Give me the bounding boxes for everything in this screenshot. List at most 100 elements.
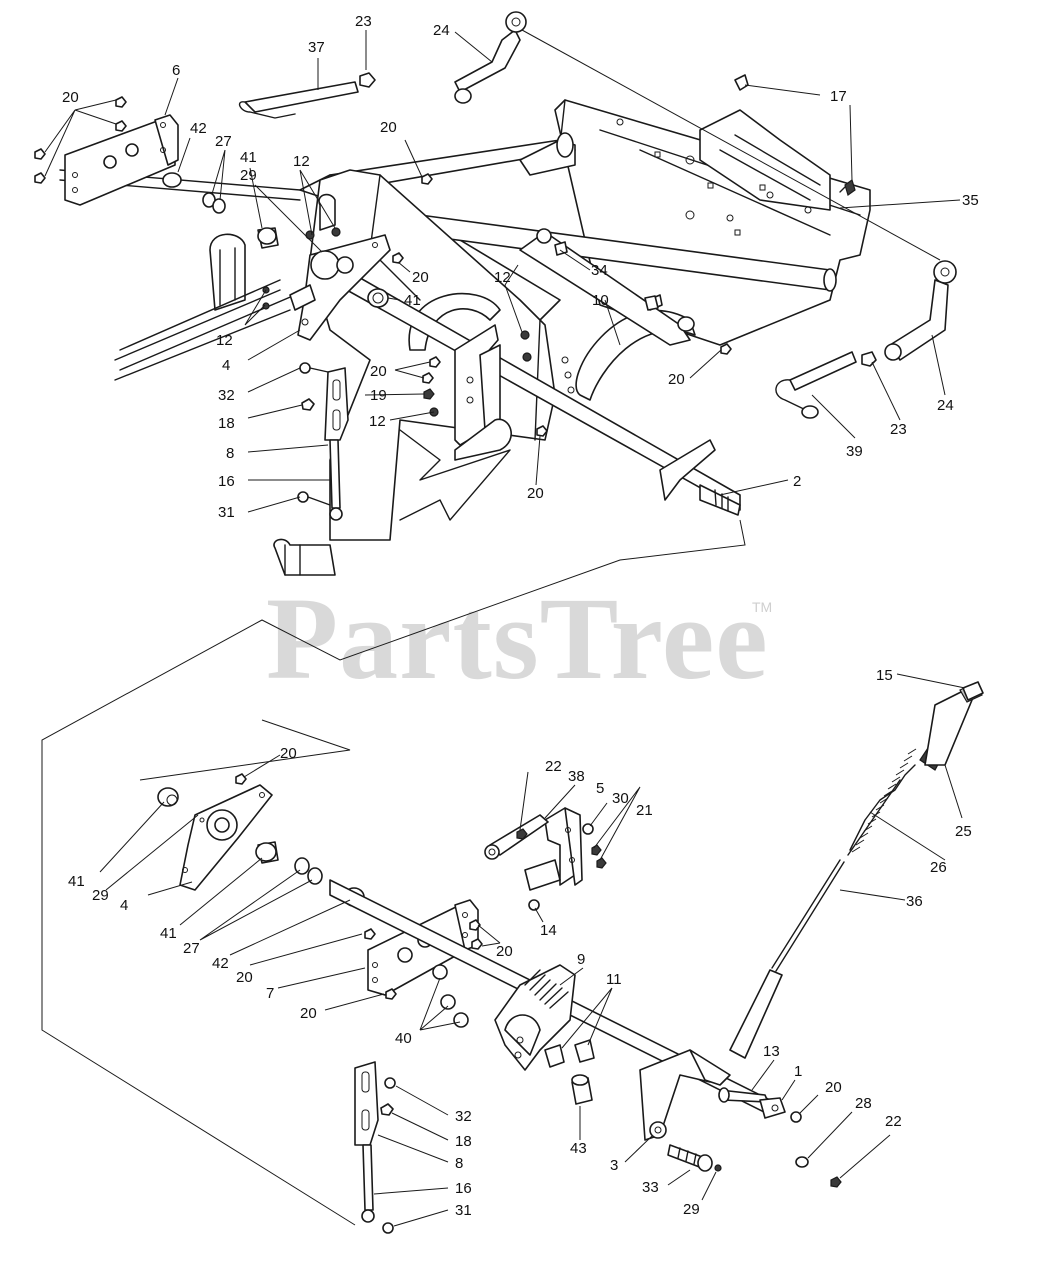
watermark-trademark: TM <box>752 599 772 615</box>
rod-37 <box>238 72 376 119</box>
pin-30 <box>582 823 594 835</box>
plate-7 <box>367 899 479 996</box>
callout-20: 20 <box>412 269 429 286</box>
callout-21: 21 <box>636 802 653 819</box>
washer-28 <box>795 1156 809 1168</box>
shaft-10 <box>519 228 732 355</box>
bushing-41-lower-b <box>255 841 279 864</box>
callout-3: 3 <box>610 1157 618 1174</box>
watermark: PartsTree TM <box>266 573 772 704</box>
frame-lower-edge <box>399 429 511 521</box>
nut-21-a <box>591 844 602 856</box>
cotter-pin-29 <box>714 1164 722 1172</box>
callout-32: 32 <box>218 387 235 404</box>
bracket-5 <box>524 807 583 891</box>
callout-24: 24 <box>433 22 450 39</box>
callout-33: 33 <box>642 1179 659 1196</box>
callout-5: 5 <box>596 780 604 797</box>
lift-arm-4-lower <box>179 784 273 891</box>
callout-8: 8 <box>455 1155 463 1172</box>
callout-34: 34 <box>591 262 608 279</box>
callout-31: 31 <box>218 504 235 521</box>
callout-7: 7 <box>266 985 274 1002</box>
callout-31: 31 <box>455 1202 472 1219</box>
callout-16: 16 <box>455 1180 472 1197</box>
callout-17: 17 <box>830 88 847 105</box>
callout-22: 22 <box>545 758 562 775</box>
callout-9: 9 <box>577 951 585 968</box>
nut-20-lower-e <box>471 938 483 950</box>
callout-6: 6 <box>172 62 180 79</box>
callout-12: 12 <box>216 332 233 349</box>
callout-29: 29 <box>240 167 257 184</box>
callout-43: 43 <box>570 1140 587 1157</box>
callout-38: 38 <box>568 768 585 785</box>
lever-handle-36 <box>729 681 984 1059</box>
nut-22-a <box>516 828 528 840</box>
callout-41: 41 <box>160 925 177 942</box>
washer-20-lever <box>790 1111 802 1123</box>
assembly-connector-line-2 <box>139 719 351 781</box>
callout-22: 22 <box>885 1113 902 1130</box>
nut-22-b <box>830 1176 842 1188</box>
callout-27: 27 <box>183 940 200 957</box>
callout-20: 20 <box>380 119 397 136</box>
callout-20: 20 <box>370 363 387 380</box>
callout-20: 20 <box>280 745 297 762</box>
spring-26 <box>851 748 917 853</box>
callout-24: 24 <box>937 397 954 414</box>
callout-37: 37 <box>308 39 325 56</box>
washer-27-lower-a <box>294 857 310 875</box>
frame-holes <box>616 118 812 236</box>
bushings-upper-left <box>162 172 279 249</box>
callout-labels: 20 6 37 23 24 17 42 27 41 12 29 20 35 20… <box>62 13 979 1219</box>
callout-11: 11 <box>606 971 622 988</box>
spacers-40 <box>432 964 469 1028</box>
callout-8: 8 <box>226 445 234 462</box>
lift-link-lower <box>354 1061 396 1234</box>
nut-20-lower-a <box>235 773 247 785</box>
callout-12: 12 <box>494 269 511 286</box>
bushing-41-lower-a <box>157 787 179 807</box>
callout-20: 20 <box>496 943 513 960</box>
callout-36: 36 <box>906 893 923 910</box>
callout-20: 20 <box>300 1005 317 1022</box>
lift-link-upper <box>297 362 349 521</box>
callout-32: 32 <box>455 1108 472 1125</box>
callout-41: 41 <box>68 873 85 890</box>
callout-4: 4 <box>222 357 230 374</box>
callout-27: 27 <box>215 133 232 150</box>
callout-15: 15 <box>876 667 893 684</box>
plate-6 <box>64 114 179 206</box>
callout-35: 35 <box>962 192 979 209</box>
callout-41: 41 <box>404 292 421 309</box>
leader-lines <box>44 30 966 1227</box>
frame-tube-end <box>273 538 336 576</box>
callout-40: 40 <box>395 1030 412 1047</box>
nuts-20-left <box>34 96 127 184</box>
callout-12: 12 <box>369 413 386 430</box>
nut-20-lower-b <box>364 928 376 940</box>
callout-23: 23 <box>355 13 372 30</box>
callout-12: 12 <box>293 153 310 170</box>
nut-20-lower-c <box>385 988 397 1000</box>
callout-2: 2 <box>793 473 801 490</box>
callout-13: 13 <box>763 1043 780 1060</box>
callout-28: 28 <box>855 1095 872 1112</box>
center-bracket <box>422 324 548 461</box>
callout-41: 41 <box>240 149 257 166</box>
callout-10: 10 <box>592 292 609 309</box>
assembly-connector-line <box>41 519 746 1226</box>
callout-14: 14 <box>540 922 557 939</box>
lever-bracket-3 <box>639 1049 731 1141</box>
callout-26: 26 <box>930 859 947 876</box>
center-hardware <box>367 173 433 308</box>
lower-assembly <box>157 681 984 1234</box>
nut-20-lower-d <box>469 919 481 931</box>
washer-27-lower-b <box>307 867 323 885</box>
callout-29: 29 <box>92 887 109 904</box>
bolt-33 <box>667 1144 713 1172</box>
pin-14 <box>528 899 540 911</box>
pins-11 <box>544 1039 595 1068</box>
